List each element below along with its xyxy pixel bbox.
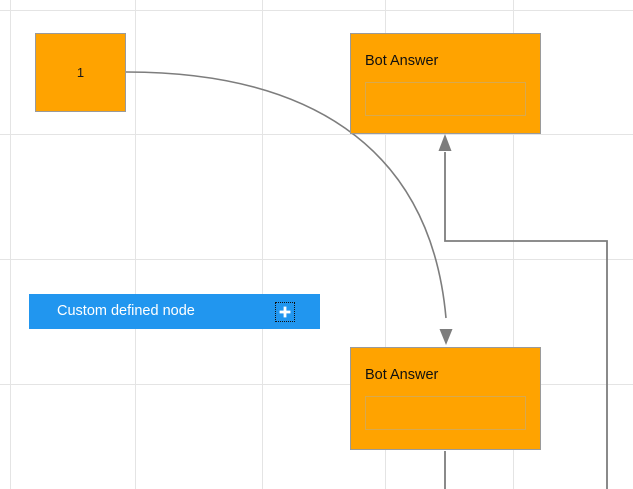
node-bot-answer-top-body[interactable] (365, 82, 526, 116)
node-bot-answer-bottom[interactable]: Bot Answer (350, 347, 541, 450)
edge-feedback[interactable] (438, 134, 608, 489)
edge-curved-arrowhead-down (439, 329, 453, 345)
edge-curved-path (125, 71, 447, 319)
node-bot-answer-top[interactable]: Bot Answer (350, 33, 541, 134)
edge-feedback-path (444, 152, 608, 489)
node-bot-answer-bottom-body[interactable] (365, 396, 526, 430)
node-square-1-label: 1 (76, 65, 85, 80)
node-bot-answer-bottom-title: Bot Answer (365, 367, 439, 383)
custom-defined-node-label: Custom defined node (57, 303, 195, 320)
node-bot-answer-top-title: Bot Answer (365, 53, 439, 69)
edge-feedback-arrowhead-up (438, 134, 452, 151)
plus-icon[interactable] (275, 301, 295, 322)
node-square-1[interactable]: 1 (35, 33, 126, 112)
custom-defined-node[interactable]: Custom defined node (29, 294, 320, 329)
edge-curved[interactable] (125, 71, 453, 345)
